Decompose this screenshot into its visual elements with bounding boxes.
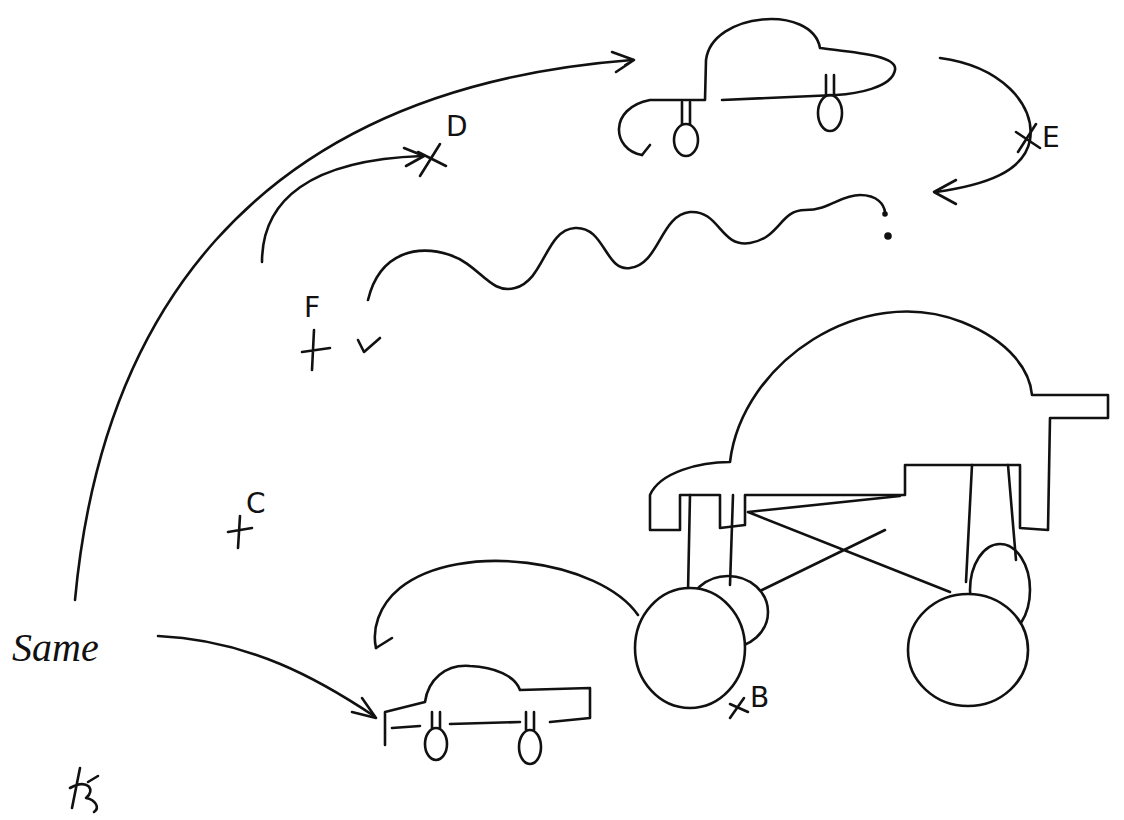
car-wheel (818, 95, 842, 131)
car-body (642, 145, 650, 155)
cross-mark (730, 698, 748, 718)
car-wheel (635, 588, 745, 708)
arrow-head (612, 52, 634, 72)
cross-mark (418, 144, 446, 176)
cross-mark (228, 516, 252, 548)
wavy-line (368, 195, 885, 300)
point-label: F (304, 294, 320, 322)
arrow-head (934, 180, 956, 204)
arrow-head (352, 698, 376, 718)
note-label: Same (12, 628, 99, 668)
point-label: D (446, 113, 468, 141)
dot (884, 213, 887, 216)
dot (886, 234, 891, 239)
point-label: E (1042, 124, 1060, 152)
arrow-head (376, 638, 392, 648)
cross-brace (748, 496, 950, 592)
wheel-post (688, 465, 1016, 592)
car-body (619, 19, 895, 155)
arc-arrow (375, 561, 638, 648)
arrow-head (404, 148, 424, 166)
wheel-post (432, 712, 534, 730)
car-wheel (674, 124, 698, 156)
arrow (158, 636, 374, 716)
car-wheel (425, 728, 447, 760)
car-wheel (519, 730, 541, 764)
check-mark (358, 338, 380, 352)
long-arrow (75, 60, 632, 600)
car-body (385, 666, 590, 745)
point-label: C (246, 490, 266, 518)
cross-mark (302, 330, 330, 370)
car-wheel (908, 594, 1028, 706)
arrow (936, 58, 1031, 192)
point-label: B (750, 684, 769, 712)
arrow (262, 156, 422, 262)
wheel-post (682, 75, 834, 124)
scribble (70, 768, 98, 812)
